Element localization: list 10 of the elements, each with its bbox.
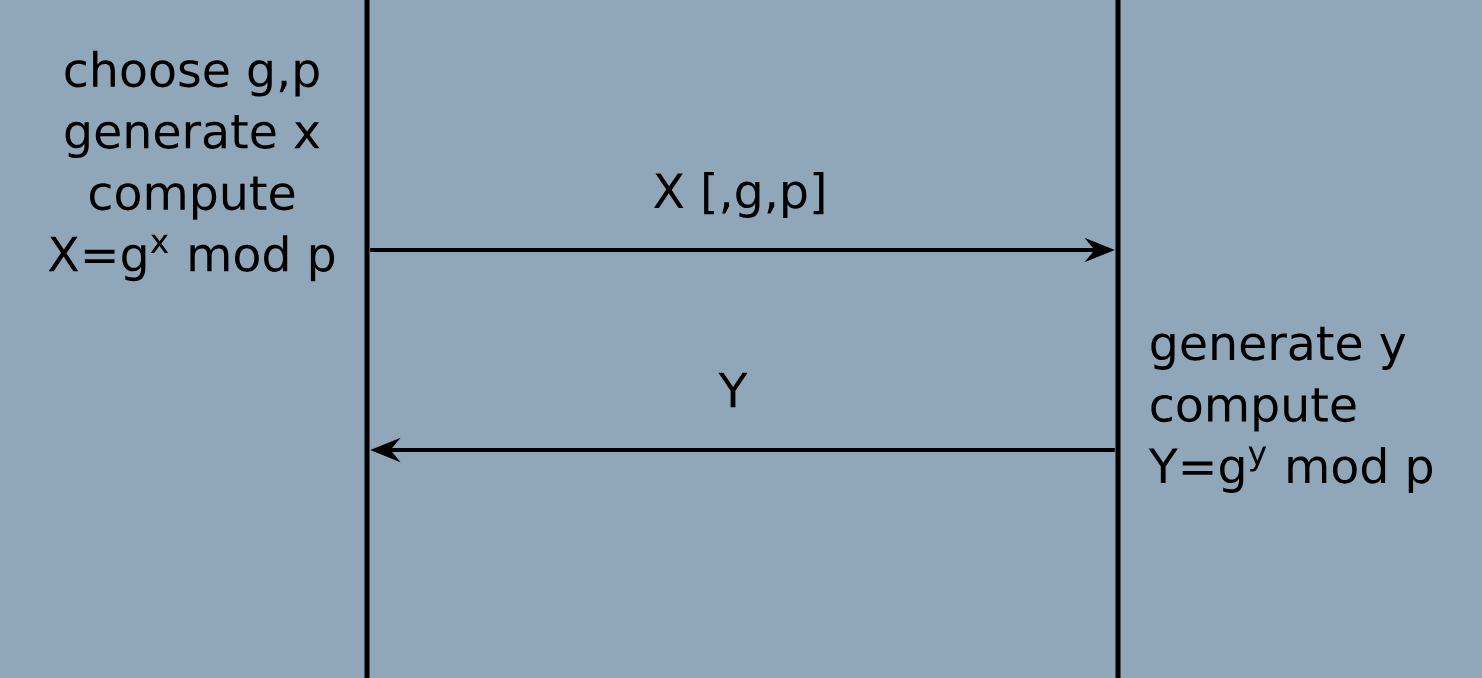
edge-label: X [,g,p] [649, 168, 832, 222]
node-label: compute [90, 176, 295, 220]
node-label: choose g,p [65, 50, 319, 97]
edge-label: Y [715, 369, 751, 411]
node-label: X=g$^{x}$ mod p [48, 234, 335, 282]
step-text: choose g,p generate x compute X=g$^{x}$ mod p [48, 50, 335, 282]
lifeline [1115, 0, 1121, 678]
step-text: generate y compute Y=g$^{y}$ mod p [1148, 326, 1432, 493]
lifeline [364, 0, 370, 678]
node-label: generate x [65, 114, 320, 159]
